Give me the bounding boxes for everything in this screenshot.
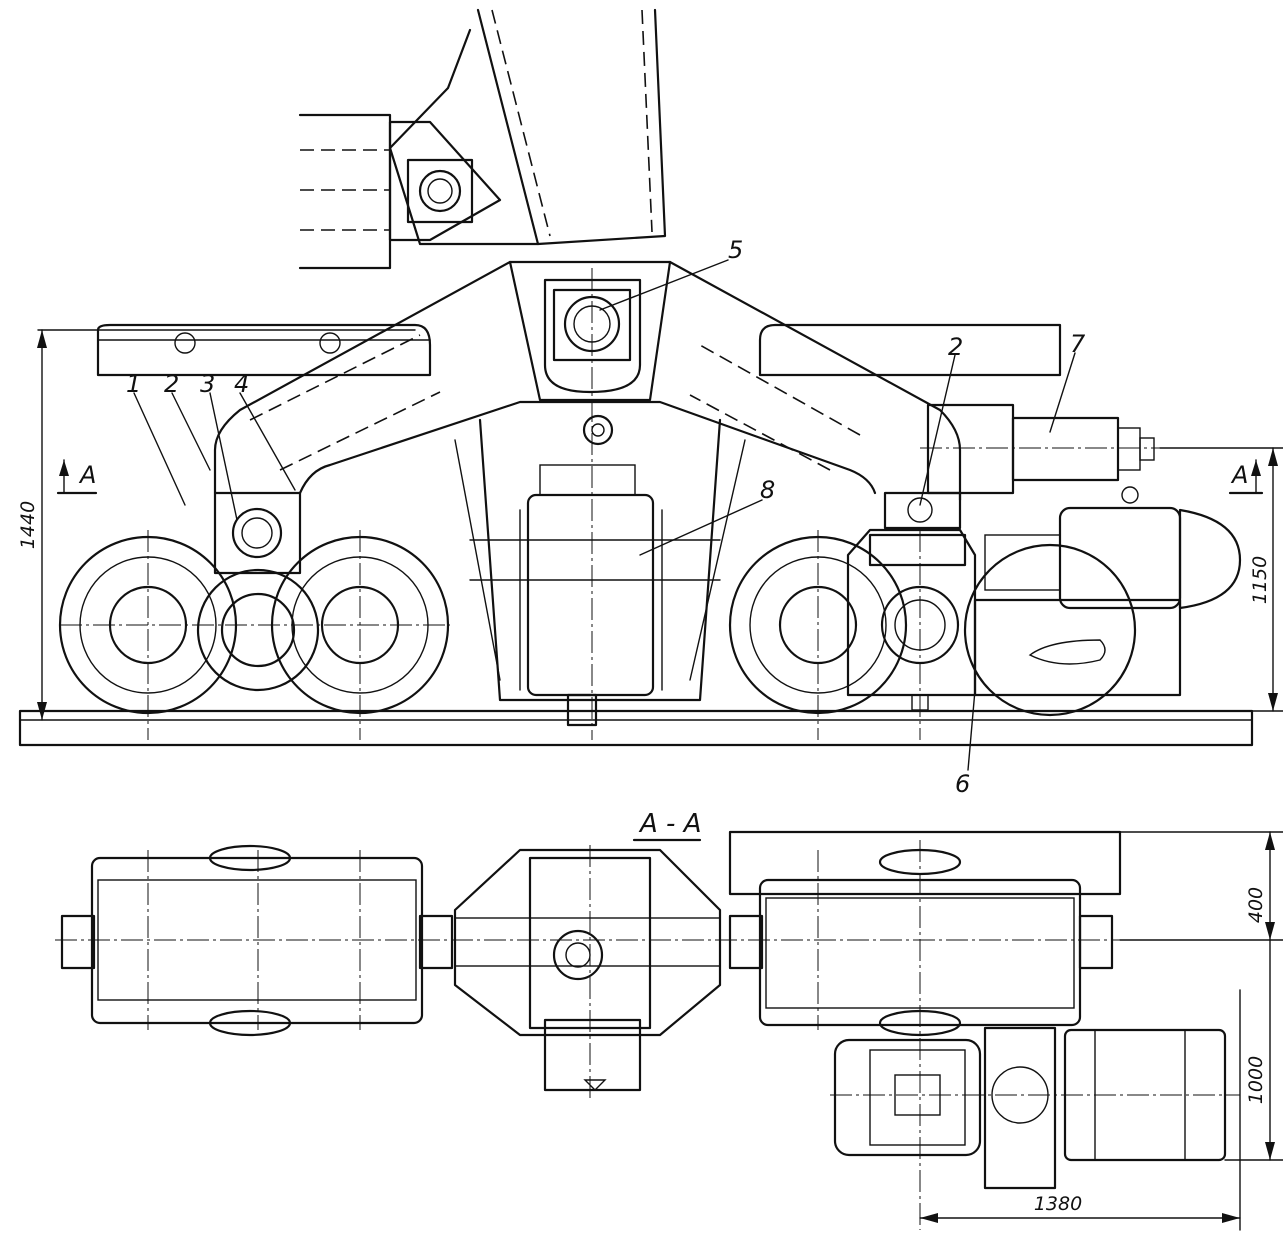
callout-numbers: 1 2 3 4 5 2 7 8 6 <box>126 236 1086 798</box>
right-bogie-frame <box>758 323 1062 530</box>
dim-label-plan-top: 400 <box>1245 887 1267 923</box>
plan-drive-unit <box>830 1026 1240 1190</box>
section-letter-right: A <box>1230 461 1248 489</box>
rail <box>18 709 1254 747</box>
dim-label-plan-side: 1000 <box>1245 1056 1267 1104</box>
section-view-title: A - A <box>638 809 701 839</box>
balancer-beam <box>213 260 962 502</box>
bearing-3 <box>231 507 283 559</box>
dim-1440: 1440 <box>17 329 416 721</box>
left-wheelset <box>58 530 450 740</box>
callout-8: 8 <box>760 476 775 504</box>
plan-left-bogie <box>60 844 454 1037</box>
wheel-right-outer <box>963 543 1137 717</box>
right-wheelset <box>728 530 1137 740</box>
dim-label-height-left: 1440 <box>17 501 39 549</box>
dim-label-height-right: 1150 <box>1249 556 1271 604</box>
left-bogie-frame <box>96 323 432 575</box>
section-marker-right: A <box>1228 459 1264 495</box>
upper-cross-beam <box>298 113 502 270</box>
dim-label-plan-bottom: 1380 <box>1034 1193 1082 1215</box>
bearing-2-right <box>907 497 933 523</box>
drive-motor-right <box>973 486 1242 697</box>
callout-7: 7 <box>1070 330 1086 358</box>
callout-5: 5 <box>728 236 743 264</box>
wheel-left-middle <box>196 568 320 692</box>
gearbox-6 <box>846 528 977 740</box>
dim-1150: 1150 <box>1159 447 1283 712</box>
dim-400: 400 <box>1119 831 1283 941</box>
central-hub <box>508 260 672 740</box>
plan-right-bogie <box>728 830 1122 1230</box>
dim-1000: 1000 <box>1224 939 1283 1161</box>
elevation-view: 1440 1150 A A <box>17 8 1283 798</box>
callout-2-left: 2 <box>164 370 179 398</box>
plan-center-unit <box>453 845 722 1100</box>
callout-1: 1 <box>126 370 141 398</box>
section-letter-left: A <box>78 461 96 489</box>
callout-4: 4 <box>234 370 249 398</box>
callout-2-right: 2 <box>948 333 963 361</box>
plan-section-a-a: A - A <box>55 809 1283 1231</box>
central-motor-8 <box>519 414 663 727</box>
callout-leaders <box>133 259 1076 771</box>
drive-bracket <box>454 418 746 702</box>
callout-3: 3 <box>200 370 215 398</box>
dim-1380: 1380 <box>919 989 1241 1231</box>
section-marker-left: A <box>56 459 98 495</box>
callout-6: 6 <box>955 770 970 798</box>
brake-cylinder-7 <box>920 403 1175 495</box>
